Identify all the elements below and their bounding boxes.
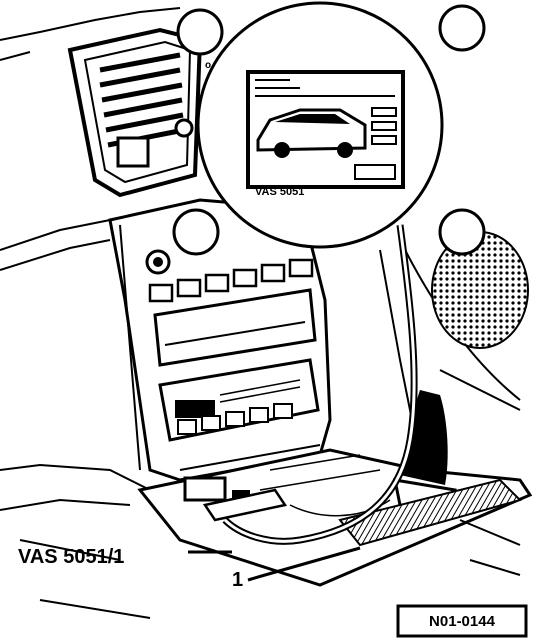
inset-marker: o bbox=[205, 60, 211, 71]
screen-label: VAS 5051 bbox=[255, 186, 304, 198]
lower-console bbox=[137, 444, 533, 587]
car-image bbox=[256, 108, 367, 158]
leader-lines bbox=[188, 546, 361, 582]
air-vent bbox=[67, 27, 203, 198]
magnifier-inset: VAS 5051 o bbox=[172, 1, 486, 256]
dashboard-left-panel bbox=[0, 219, 151, 619]
inset-corner-rings bbox=[172, 4, 486, 256]
callout-1: 1 bbox=[232, 569, 243, 591]
gear-shift bbox=[338, 390, 522, 547]
reference-code: N01-0144 bbox=[429, 613, 496, 630]
diagnostic-cable bbox=[222, 224, 418, 545]
callout-vas-5051-1: VAS 5051/1 bbox=[18, 546, 124, 568]
dashboard-top-edge bbox=[0, 7, 181, 61]
reference-code-box: N01-0144 bbox=[396, 604, 528, 638]
center-console bbox=[108, 198, 332, 482]
